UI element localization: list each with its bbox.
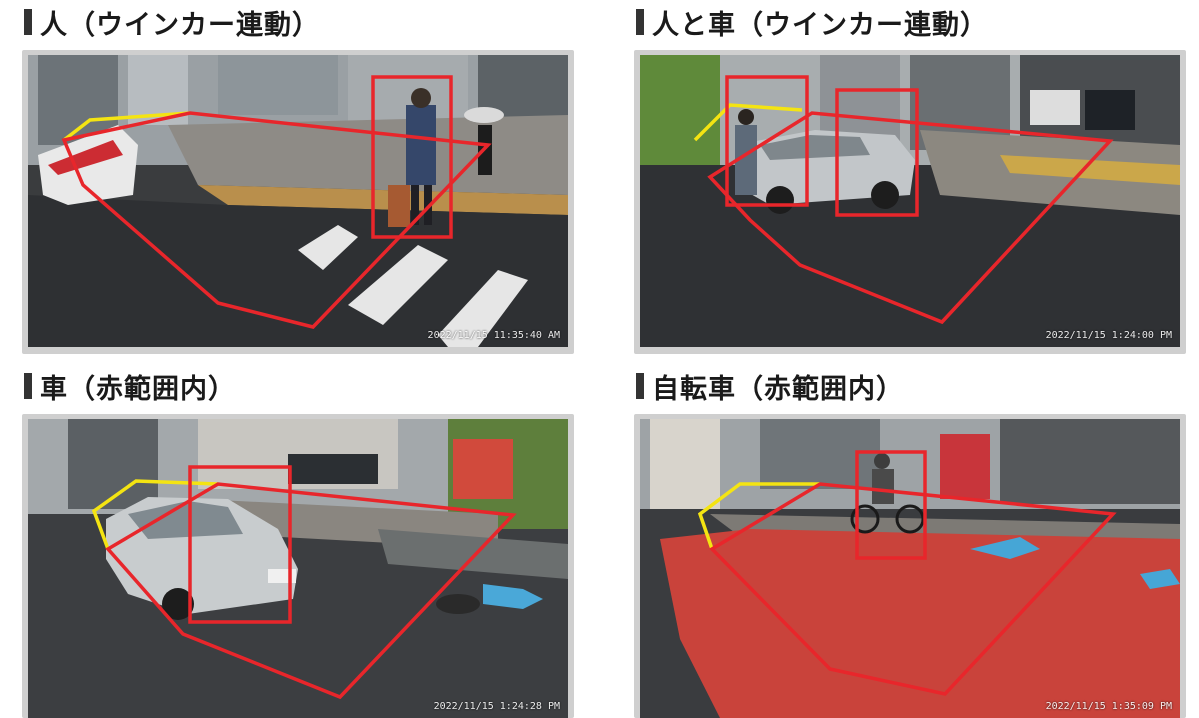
panel-car-red-zone: 車（赤範囲内） (24, 366, 584, 406)
timestamp: 2022/11/15 1:24:00 PM (1045, 330, 1172, 341)
panel-title: 人と車（ウインカー連動） (652, 9, 988, 41)
timestamp: 2022/11/15 1:24:28 PM (433, 701, 560, 712)
title-bar-marker (636, 9, 644, 35)
panel-title: 人（ウインカー連動） (40, 9, 320, 41)
panel-header: 人（ウインカー連動） (24, 2, 584, 42)
title-bar-marker (24, 373, 32, 399)
panel-person-and-car-turn-signal: 人と車（ウインカー連動） (636, 2, 1196, 42)
title-bar-marker (24, 9, 32, 35)
panel-header: 自転車（赤範囲内） (636, 366, 1196, 406)
scene-graphic (28, 55, 568, 347)
panel-title: 自転車（赤範囲内） (652, 373, 904, 405)
panel-title: 車（赤範囲内） (40, 373, 236, 405)
panel-person-turn-signal: 人（ウインカー連動） (24, 2, 584, 42)
camera-view-person-car: 2022/11/15 1:24:00 PM (640, 55, 1180, 347)
timestamp: 2022/11/15 1:35:09 PM (1045, 701, 1172, 712)
panel-header: 人と車（ウインカー連動） (636, 2, 1196, 42)
scene-graphic (28, 419, 568, 718)
camera-view-car: 2022/11/15 1:24:28 PM (28, 419, 568, 718)
panel-header: 車（赤範囲内） (24, 366, 584, 406)
camera-view-person: 2022/11/15 11:35:40 AM (28, 55, 568, 347)
panel-bicycle-red-zone: 自転車（赤範囲内） (636, 366, 1196, 406)
camera-view-bicycle: 2022/11/15 1:35:09 PM (640, 419, 1180, 718)
timestamp: 2022/11/15 11:35:40 AM (427, 330, 560, 341)
title-bar-marker (636, 373, 644, 399)
scene-graphic (640, 55, 1180, 347)
scene-graphic (640, 419, 1180, 718)
